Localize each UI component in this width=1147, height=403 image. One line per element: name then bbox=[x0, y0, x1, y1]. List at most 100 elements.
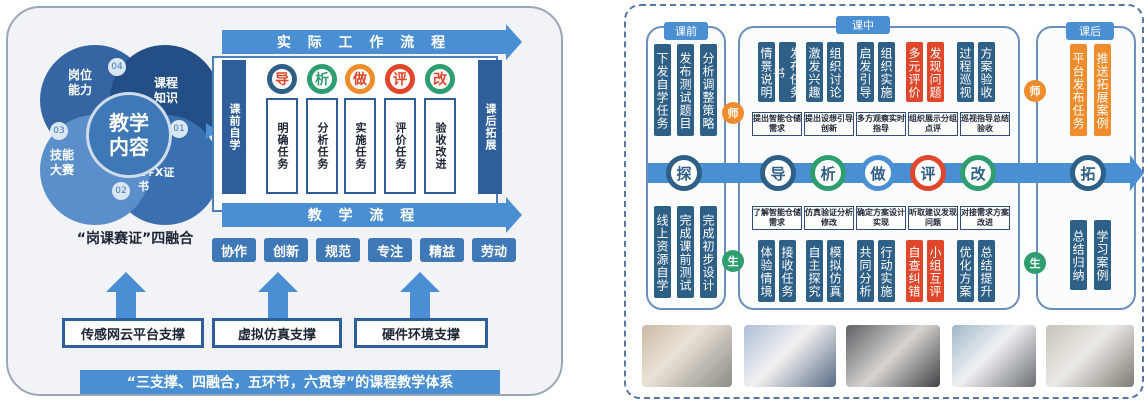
step-evaluate-task: 评价任务 bbox=[384, 98, 416, 194]
up-arrow-icon bbox=[400, 272, 440, 318]
support-arrows bbox=[106, 272, 440, 318]
node-expand: 拓 bbox=[1070, 155, 1106, 191]
up-arrow-icon bbox=[258, 272, 298, 318]
pre-teacher-card: 发布测试题目 bbox=[677, 44, 694, 136]
wheel-num-contest: 03 bbox=[50, 122, 68, 140]
pre-student-card: 完成课前测试 bbox=[677, 206, 694, 298]
post-student-card: 总结归纳 bbox=[1070, 220, 1087, 290]
post-teacher-card: 推送拓展案例 bbox=[1094, 44, 1111, 136]
mid-teacher-card: 过程巡视 bbox=[957, 42, 974, 102]
mid-teacher-card: 情景说明 bbox=[758, 42, 775, 102]
mid-teacher-hcard: 提出设想引导创新 bbox=[804, 112, 854, 136]
mid-student-hcard: 确定方案设计实现 bbox=[856, 206, 906, 230]
step-implement-task: 实施任务 bbox=[344, 98, 376, 194]
gear-dao: 导 bbox=[267, 64, 297, 94]
gear-zuo: 做 bbox=[345, 64, 375, 94]
mid-student-hcard: 仿真验证分析修改 bbox=[804, 206, 854, 230]
mid-student-hcard: 对接需求方案改进 bbox=[960, 206, 1010, 230]
node-guide: 导 bbox=[760, 155, 796, 191]
mid-student-card: 总结提升 bbox=[978, 240, 995, 302]
node-explore: 探 bbox=[666, 155, 702, 191]
node-improve: 改 bbox=[960, 155, 996, 191]
classroom-photo bbox=[846, 325, 940, 387]
pre-student-card: 线上资源自学 bbox=[654, 206, 671, 298]
principle-focus: 专注 bbox=[368, 238, 412, 262]
mid-teacher-hcard: 组织展示分组点评 bbox=[908, 112, 958, 136]
step-accept-improve: 验收改进 bbox=[424, 98, 456, 194]
pre-class-bar: 课前自学 bbox=[222, 60, 246, 194]
principle-excellence: 精益 bbox=[420, 238, 464, 262]
step-analyze-task: 分析任务 bbox=[306, 98, 338, 194]
principle-collaboration: 协作 bbox=[212, 238, 256, 262]
mid-teacher-card: 发布任务书 bbox=[772, 42, 803, 102]
mid-student-hcard: 听取建议发现问题 bbox=[908, 206, 958, 230]
classroom-photo bbox=[952, 325, 1036, 387]
mid-student-card: 体验情境 bbox=[758, 240, 775, 302]
mid-teacher-card: 多元评价 bbox=[906, 42, 923, 102]
student-role-icon: 生 bbox=[1024, 252, 1046, 274]
pre-teacher-card: 下发自学任务 bbox=[654, 44, 671, 136]
mid-student-card: 自查纠错 bbox=[906, 240, 923, 302]
teacher-role-icon: 师 bbox=[1024, 80, 1046, 102]
teacher-role-icon: 师 bbox=[722, 102, 744, 124]
mid-teacher-hcard: 提出智能仓储需求 bbox=[752, 112, 802, 136]
node-evaluate: 评 bbox=[910, 155, 946, 191]
up-arrow-icon bbox=[106, 272, 146, 318]
post-student-card: 学习案例 bbox=[1094, 220, 1111, 290]
mid-student-card: 自主探究 bbox=[806, 240, 823, 302]
mid-teacher-card: 方案验收 bbox=[978, 42, 995, 102]
support-cloud-platform: 传感网云平台支撑 bbox=[62, 318, 204, 348]
wheel-num-job: 04 bbox=[108, 58, 126, 76]
wheel-label-course: 课程知识 bbox=[154, 76, 179, 105]
principle-standard: 规范 bbox=[316, 238, 360, 262]
teach-flow-title: 教 学 流 程 bbox=[307, 208, 421, 224]
node-do: 做 bbox=[860, 155, 896, 191]
phase-label-post: 课后 bbox=[1066, 22, 1114, 40]
mid-teacher-hcard: 多方观察实时指导 bbox=[856, 112, 906, 136]
wheel-num-course: 01 bbox=[170, 120, 188, 138]
mid-teacher-card: 激发兴趣 bbox=[806, 42, 823, 102]
wheel-num-cert: 02 bbox=[112, 182, 130, 200]
work-flow-title: 实 际 工 作 流 程 bbox=[276, 35, 452, 51]
support-virtual-sim: 虚拟仿真支撑 bbox=[212, 318, 342, 348]
mid-teacher-card: 组织讨论 bbox=[827, 42, 844, 102]
gear-gai: 改 bbox=[425, 64, 455, 94]
mid-student-card: 优化方案 bbox=[957, 240, 974, 302]
principle-innovation: 创新 bbox=[264, 238, 308, 262]
mid-student-card: 模拟仿真 bbox=[827, 240, 844, 302]
bottom-title: “三支撑、四融合，五环节，六贯穿”的课程教学体系 bbox=[80, 370, 500, 394]
classroom-photo bbox=[744, 325, 836, 387]
phase-label-mid: 课中 bbox=[836, 16, 890, 34]
node-analyze: 析 bbox=[810, 155, 846, 191]
mid-teacher-card: 发现问题 bbox=[927, 42, 944, 102]
classroom-photo bbox=[1046, 325, 1134, 387]
integration-wheel: 岗位能力 04 课程知识 01 1+X证书 02 技能大赛 03 bbox=[30, 40, 230, 230]
teach-flow-arrow: 教 学 流 程 bbox=[222, 197, 522, 233]
student-role-icon: 生 bbox=[722, 250, 744, 272]
step-clarify-task: 明确任务 bbox=[266, 98, 298, 194]
wheel-label-contest: 技能大赛 bbox=[50, 148, 75, 177]
mid-student-card: 小组互评 bbox=[927, 240, 944, 302]
post-class-bar: 课后拓展 bbox=[478, 60, 502, 194]
mid-teacher-card: 启发引导 bbox=[857, 42, 874, 102]
mid-teacher-hcard: 巡视指导总结验收 bbox=[960, 112, 1010, 136]
wheel-center-teaching-content: 教学 内容 bbox=[86, 92, 172, 178]
post-teacher-card: 平台发布任务 bbox=[1070, 44, 1087, 136]
phase-label-pre: 课前 bbox=[664, 22, 708, 40]
mid-student-card: 行动实施 bbox=[878, 240, 895, 302]
classroom-photo bbox=[642, 325, 732, 387]
wheel-caption: “岗课赛证”四融合 bbox=[76, 231, 194, 247]
pre-teacher-card: 分析调整策略 bbox=[700, 44, 717, 136]
mid-student-card: 接收任务 bbox=[779, 240, 796, 302]
right-panel bbox=[624, 4, 1144, 399]
process-flow-arrowhead bbox=[1130, 155, 1144, 191]
principle-labor: 劳动 bbox=[472, 238, 516, 262]
pre-student-card: 完成初步设计 bbox=[700, 206, 717, 298]
wheel-label-job: 岗位能力 bbox=[68, 68, 93, 97]
work-flow-arrow: 实 际 工 作 流 程 bbox=[222, 24, 522, 60]
mid-student-hcard: 了解智能仓储需求 bbox=[752, 206, 802, 230]
mid-student-card: 共同分析 bbox=[857, 240, 874, 302]
gear-xi: 析 bbox=[307, 64, 337, 94]
mid-teacher-card: 组织实施 bbox=[878, 42, 895, 102]
support-hardware: 硬件环境支撑 bbox=[354, 318, 488, 348]
